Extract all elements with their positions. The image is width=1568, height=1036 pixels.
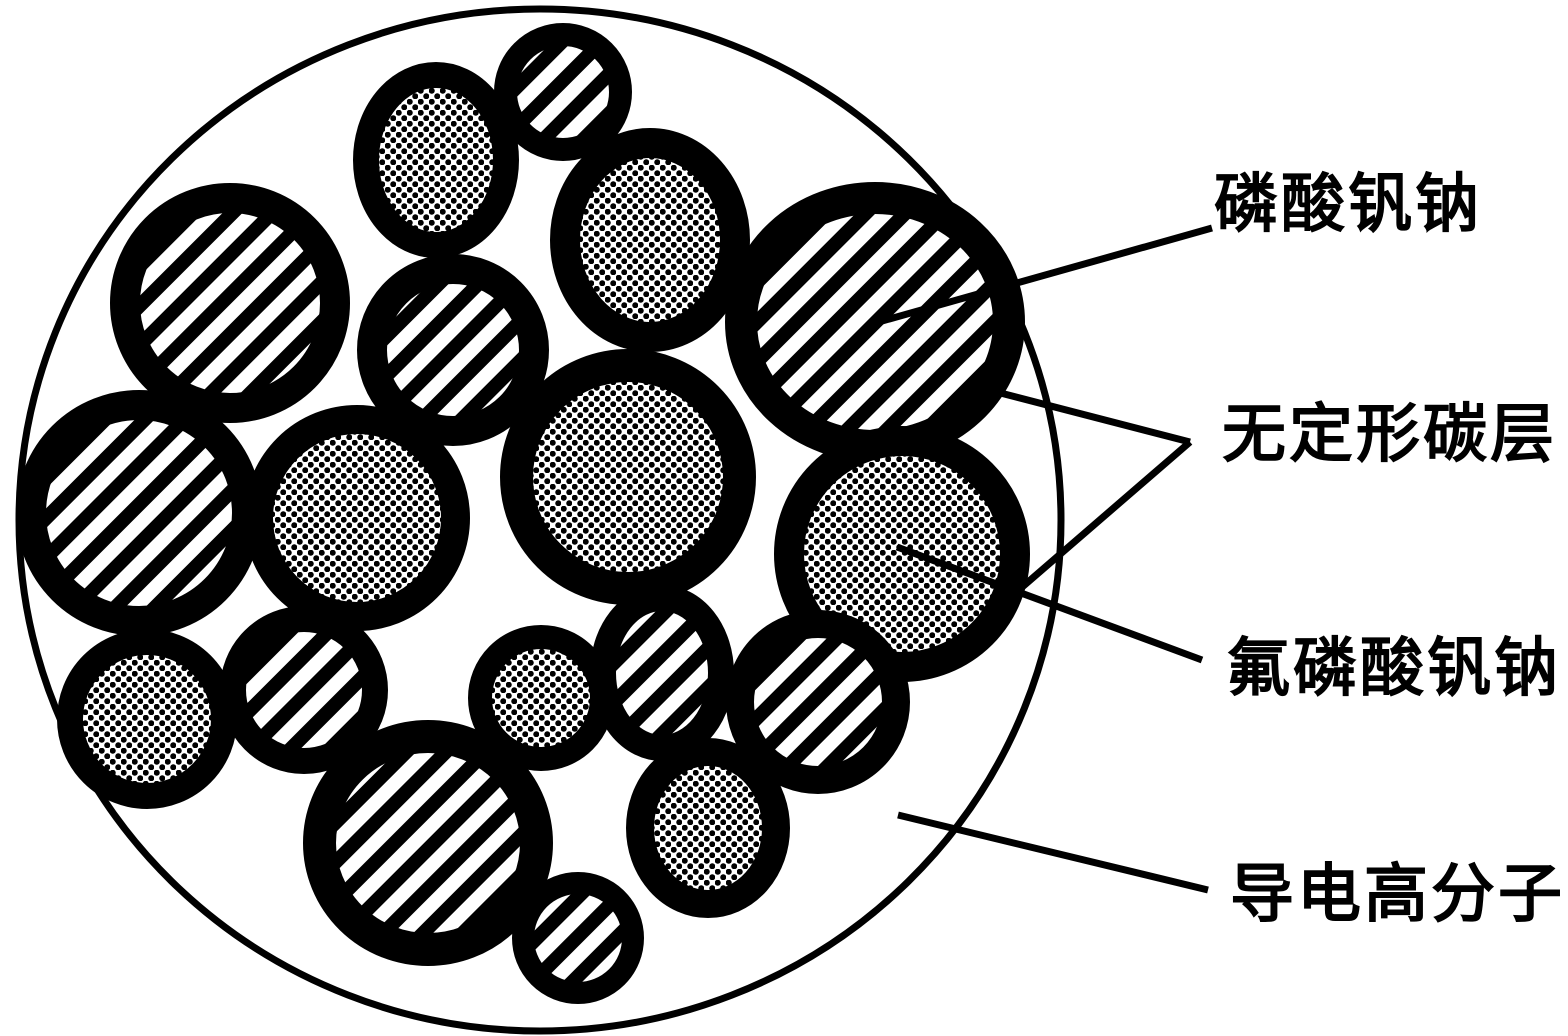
leader-line (897, 811, 1209, 894)
leader-line (1003, 439, 1193, 604)
particles-group (16, 23, 1030, 1004)
particle-striped-core (726, 610, 910, 794)
particle-dotted-core (500, 349, 756, 605)
particle-striped-core (110, 183, 350, 423)
label-conductive-polymer: 导电高分子 (1230, 858, 1565, 932)
leader-line (867, 224, 1213, 329)
particle-dotted-core (353, 62, 519, 258)
particle-dotted-core (468, 625, 614, 771)
leader-line (984, 385, 1191, 446)
particle-striped-core (494, 23, 632, 161)
label-sodium-vanadium-phosphate: 磷酸钒钠 (1214, 168, 1482, 242)
particle-dotted-core (550, 128, 750, 352)
particle-striped-core (512, 872, 644, 1004)
label-amorphous-carbon-layer: 无定形碳层 (1222, 398, 1557, 472)
particle-striped-core (357, 254, 549, 446)
leader-lines-group (867, 224, 1213, 894)
label-sodium-vanadium-fluorophosphate: 氟磷酸钒钠 (1226, 632, 1561, 706)
particle-striped-core (220, 606, 388, 774)
particle-dotted-core (244, 405, 470, 631)
particle-dotted-core (57, 629, 237, 809)
particle-dotted-core (626, 738, 790, 918)
particle-striped-core (303, 720, 553, 966)
particle-striped-core (590, 585, 734, 761)
leader-line (895, 543, 1204, 664)
particle-striped-core (16, 390, 262, 636)
